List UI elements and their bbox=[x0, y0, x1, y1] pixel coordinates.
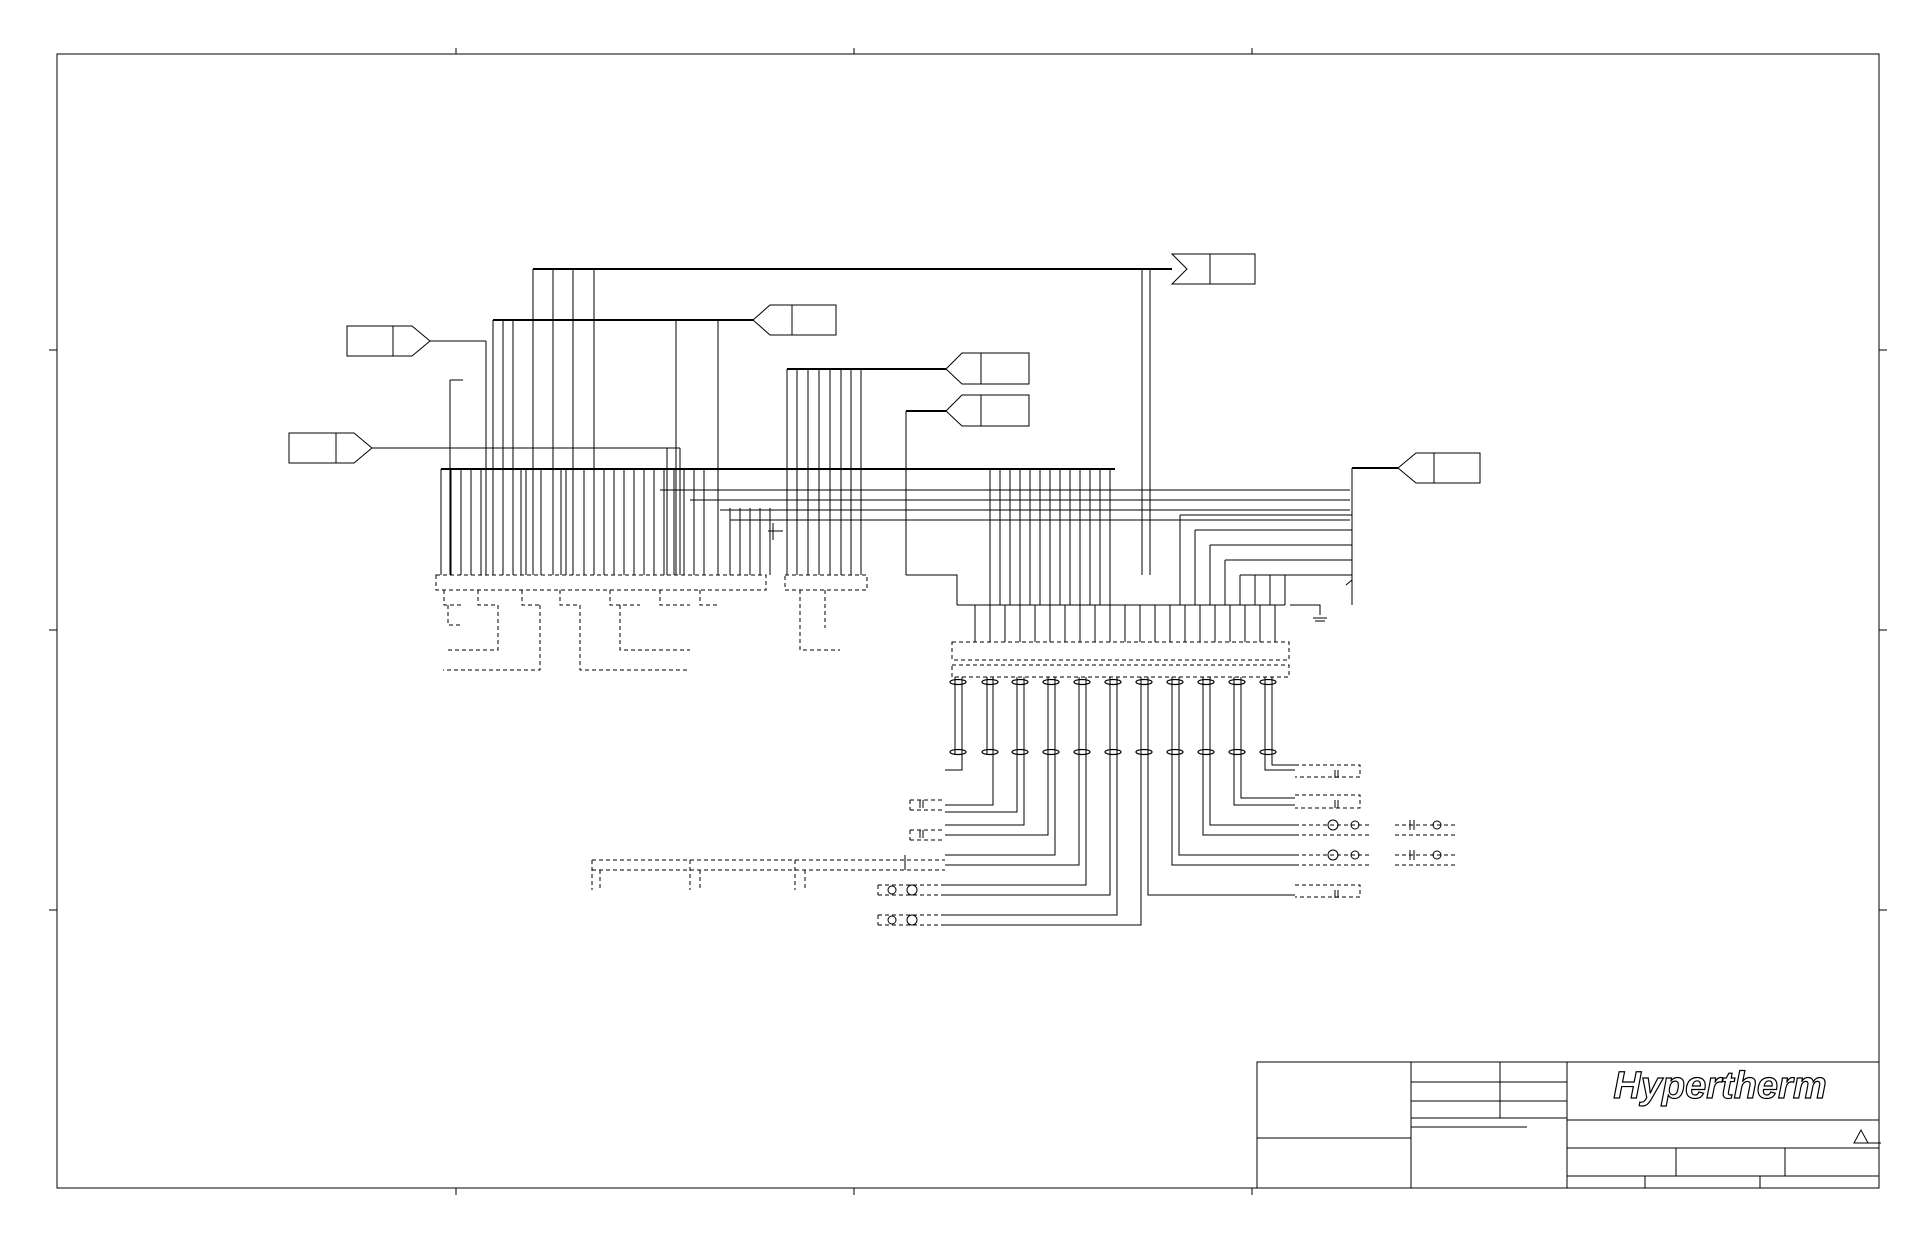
brand-logo: Hypertherm bbox=[1613, 1065, 1826, 1107]
connector-flags bbox=[288, 253, 1481, 484]
wires-left-harness bbox=[440, 469, 1350, 605]
sheet-border bbox=[56, 53, 1880, 1189]
device-boxes bbox=[591, 764, 1455, 926]
device-wires bbox=[945, 755, 1295, 926]
terminal-block-left bbox=[435, 574, 868, 671]
wire-buses bbox=[372, 268, 1398, 470]
connector-flag-left-upper bbox=[346, 325, 431, 357]
connector-flag-upper-mid bbox=[752, 304, 837, 336]
connector-flag-left-lower bbox=[288, 432, 373, 464]
zone-ticks bbox=[49, 48, 1887, 1195]
connector-flag-center-b bbox=[945, 394, 1030, 427]
terminal-strip-center bbox=[951, 604, 1290, 678]
connector-flag-top bbox=[1170, 253, 1256, 285]
title-block bbox=[1256, 1061, 1881, 1189]
wires-top-bus bbox=[449, 269, 1151, 575]
triangle-revision-icon bbox=[1853, 1128, 1881, 1144]
connector-flag-center-a bbox=[945, 352, 1030, 385]
wires-right-fan bbox=[1179, 468, 1353, 622]
device-symbols bbox=[887, 770, 1442, 926]
connector-flag-right bbox=[1397, 452, 1481, 484]
wires-center-bundle bbox=[786, 369, 958, 605]
cable-pairs bbox=[949, 677, 1277, 756]
